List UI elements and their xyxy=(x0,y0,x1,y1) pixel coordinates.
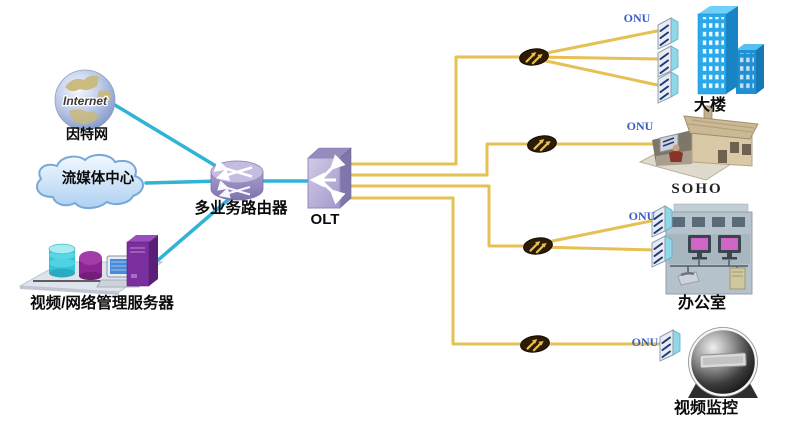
media-center-label: 流媒体中心 xyxy=(61,171,135,187)
media-center-cloud-icon xyxy=(36,154,144,210)
database-cylinder-icon xyxy=(48,243,76,278)
fiber-splitter3-onu1 xyxy=(536,218,658,246)
soho-house-icon xyxy=(638,105,759,181)
fiber-splitter3-onu2 xyxy=(536,245,658,252)
mgmt-server-label: 视频/网络管理服务器 xyxy=(30,295,174,312)
soho-label: SOHO xyxy=(671,181,723,197)
onu-label-office: ONU xyxy=(628,209,656,223)
fiber-links xyxy=(345,28,668,346)
splitter-icon-building xyxy=(517,45,551,69)
fiber-olt-splitter1 xyxy=(345,55,536,166)
fiber-olt-splitter4 xyxy=(345,196,537,346)
router-icon xyxy=(210,161,264,200)
splitter-icon-camera xyxy=(518,332,552,356)
office-label: 办公室 xyxy=(677,295,726,312)
phone-icon xyxy=(677,271,700,286)
surveillance-label: 视频监控 xyxy=(673,400,738,417)
internet-globe-icon: Internet xyxy=(54,69,116,131)
workstation-icon-2 xyxy=(718,235,741,260)
onu-label-building: ONU xyxy=(623,11,651,25)
link-server-router xyxy=(148,191,238,269)
tower-server-icon xyxy=(126,235,158,287)
fiber-splitter1-onu2 xyxy=(535,55,662,61)
onu-icon-building-2 xyxy=(657,45,679,78)
fiber-splitter1-onu1 xyxy=(535,28,664,57)
splitter-icon-soho xyxy=(525,132,559,156)
onu-icon-building-3 xyxy=(657,71,679,104)
internet-icon-text: Internet xyxy=(63,94,108,108)
internet-label: 因特网 xyxy=(66,126,108,142)
fiber-olt-splitter2 xyxy=(345,142,544,177)
onu-label-camera: ONU xyxy=(631,335,659,349)
splitter-icon-office xyxy=(521,234,555,258)
workstation-icon-1 xyxy=(688,235,711,260)
fiber-splitter1-onu3 xyxy=(535,57,664,88)
olt-label: OLT xyxy=(310,211,340,228)
olt-icon xyxy=(307,147,352,209)
building-label: 大楼 xyxy=(693,97,726,114)
router-label: 多业务路由器 xyxy=(194,200,288,217)
onu-icon-camera xyxy=(659,329,681,362)
mini-server-icon xyxy=(729,267,746,290)
fiber-olt-splitter3 xyxy=(345,184,540,248)
person-icon xyxy=(672,144,680,152)
onu-label-soho: ONU xyxy=(626,119,654,133)
camera-icon xyxy=(688,327,758,398)
office-icon xyxy=(655,203,753,295)
link-mediacenter-router xyxy=(144,179,222,185)
mgmt-server-icon xyxy=(18,235,164,295)
onu-icon-building-1 xyxy=(657,17,679,50)
storage-cylinder-icon xyxy=(79,251,102,280)
building-icon xyxy=(697,6,764,95)
